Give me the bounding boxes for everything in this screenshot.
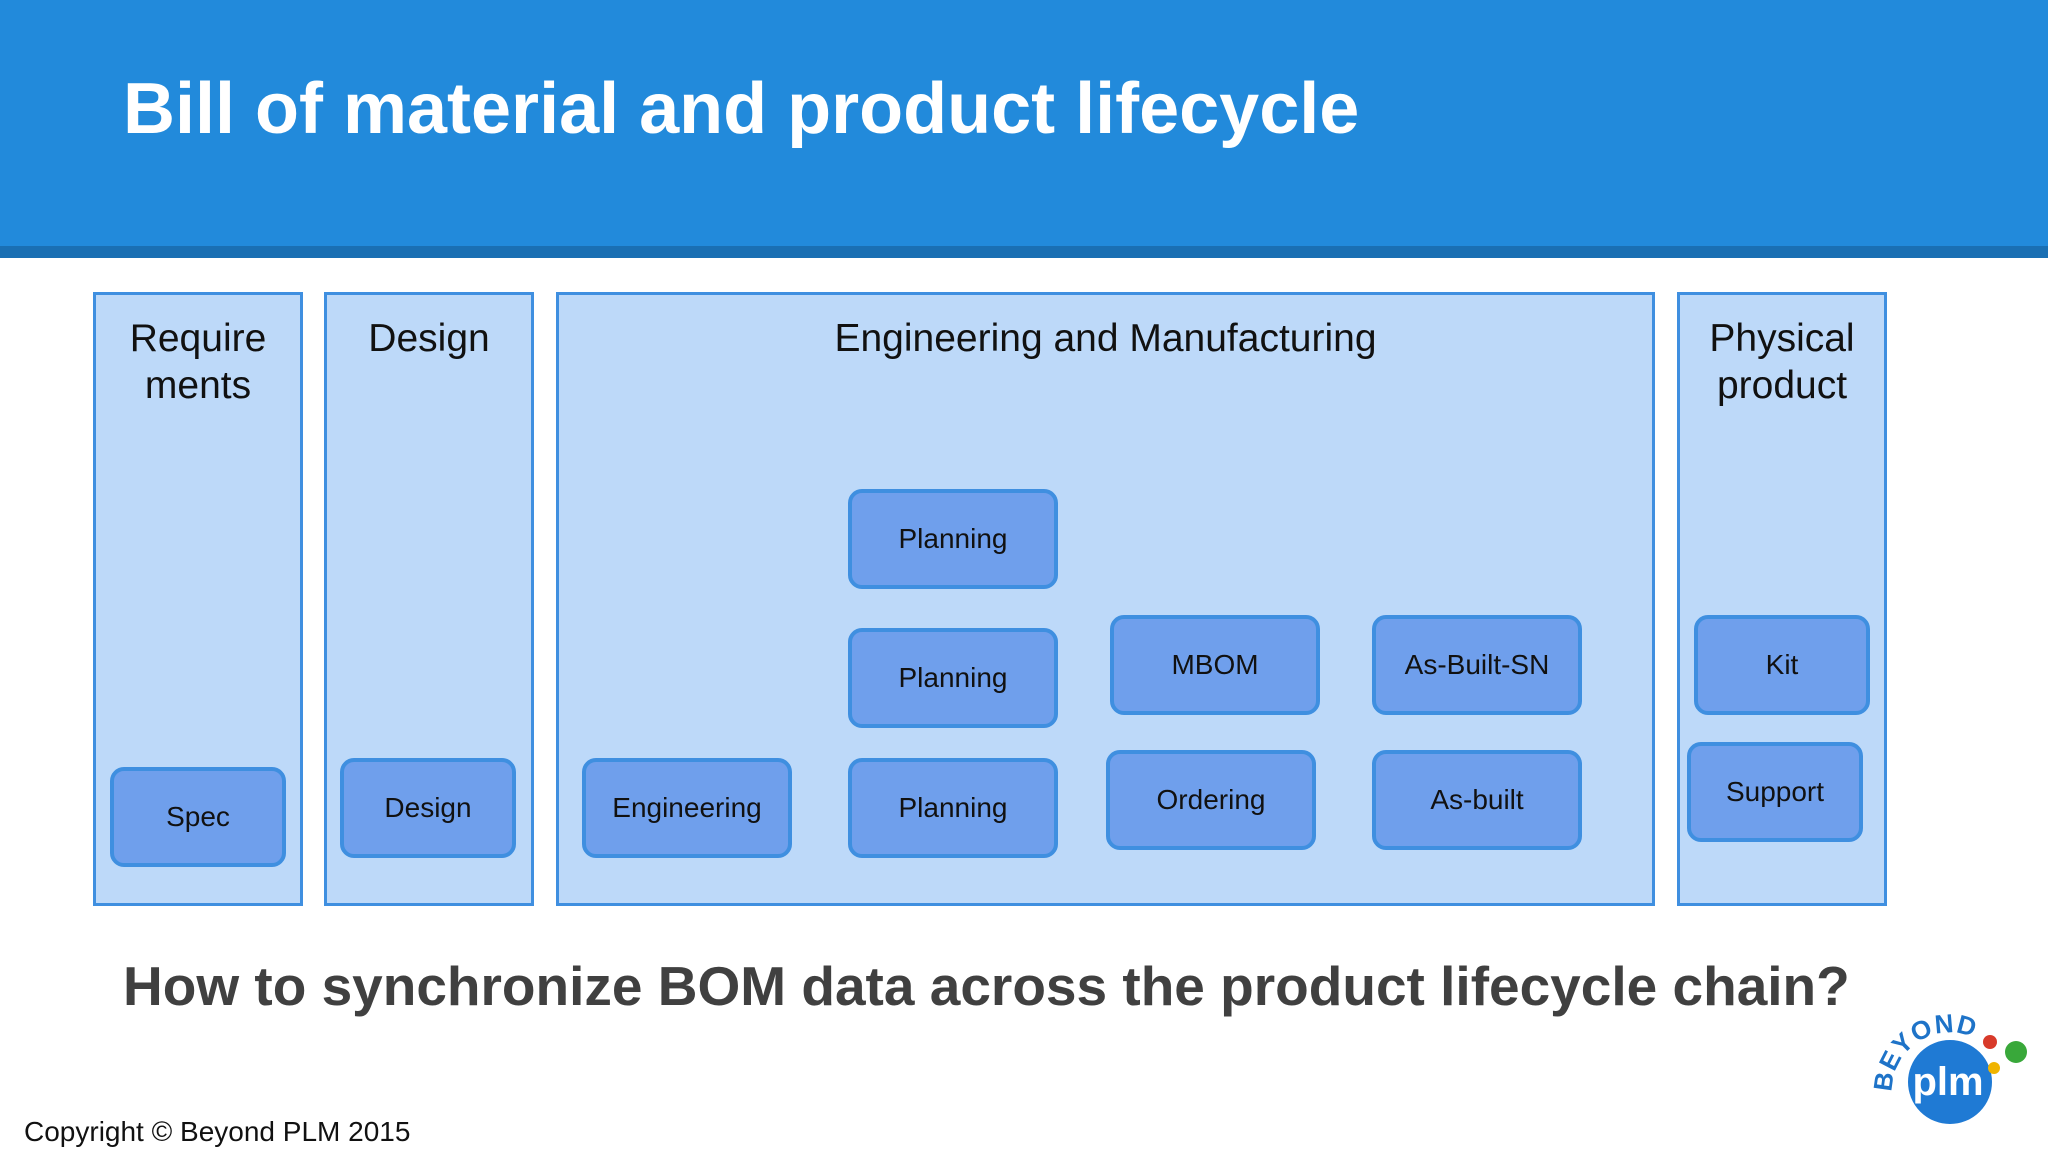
box-as-built-sn: As-Built-SN xyxy=(1372,615,1582,715)
box-planning-bottom: Planning xyxy=(848,758,1058,858)
box-ordering: Ordering xyxy=(1106,750,1316,850)
box-spec: Spec xyxy=(110,767,286,867)
box-design: Design xyxy=(340,758,516,858)
box-planning-middle: Planning xyxy=(848,628,1058,728)
logo-plm-text: plm xyxy=(1912,1060,1983,1104)
logo-dot-yellow xyxy=(1988,1062,2000,1074)
box-as-built: As-built xyxy=(1372,750,1582,850)
panel-title-design: Design xyxy=(368,317,490,360)
box-kit: Kit xyxy=(1694,615,1870,715)
slide-question: How to synchronize BOM data across the p… xyxy=(123,955,1850,1017)
slide-title: Bill of material and product lifecycle xyxy=(123,69,1360,149)
beyond-plm-logo: BEYOND plm xyxy=(1870,1010,2027,1128)
title-bar xyxy=(0,0,2048,246)
title-bar-stripe xyxy=(0,246,2048,258)
box-engineering: Engineering xyxy=(582,758,792,858)
box-planning-top: Planning xyxy=(848,489,1058,589)
box-mbom: MBOM xyxy=(1110,615,1320,715)
panel-title-engineering-manufacturing: Engineering and Manufacturing xyxy=(834,317,1377,360)
panel-title-physical-product: Physical product xyxy=(1709,317,1855,407)
copyright-text: Copyright © Beyond PLM 2015 xyxy=(24,1116,411,1147)
box-support: Support xyxy=(1687,742,1863,842)
panel-title-requirements: Require ments xyxy=(129,317,267,407)
logo-circle xyxy=(1904,1036,1996,1128)
logo-dot-green xyxy=(2005,1041,2027,1063)
logo-dot-red xyxy=(1983,1035,1997,1049)
